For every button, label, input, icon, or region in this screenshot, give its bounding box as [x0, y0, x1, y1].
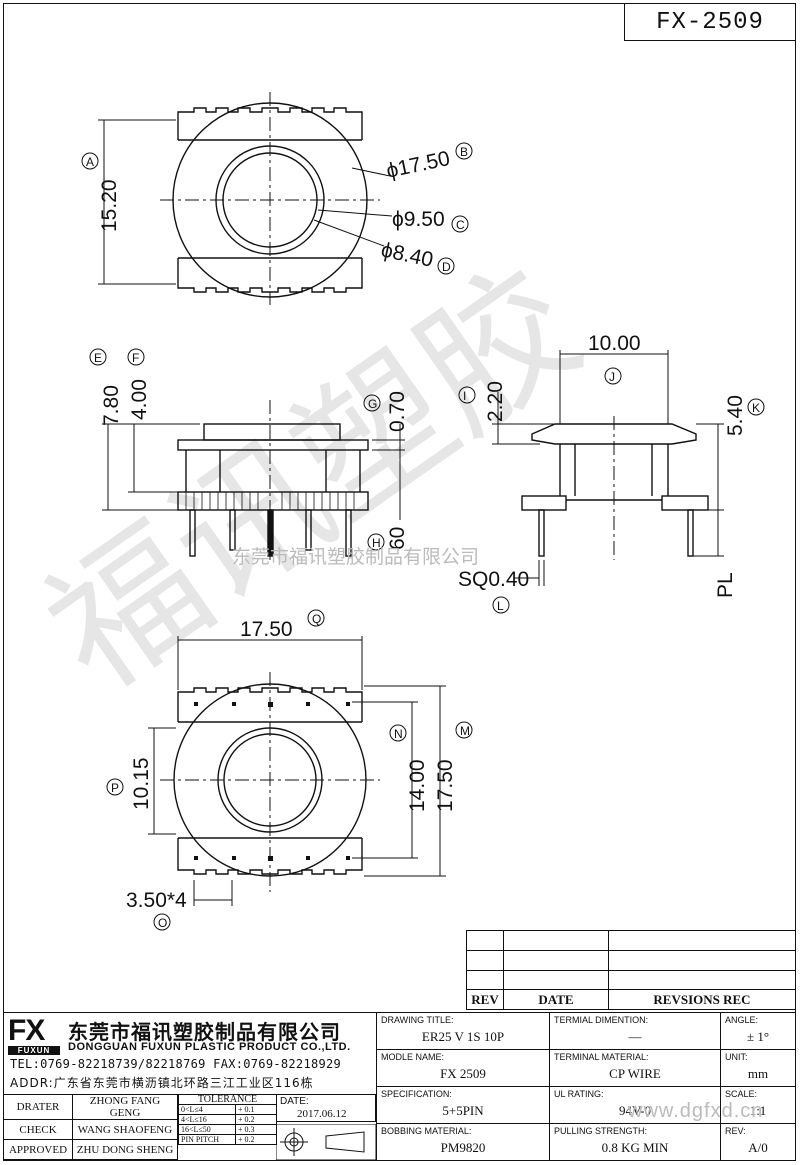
drawing-title-cell: DRAWING TITLE:ER25 V 1S 10P	[376, 1012, 550, 1050]
watermark-url: www.dgfxd.cn	[628, 1100, 764, 1122]
dim-n: 14.00	[406, 759, 429, 812]
table-row: 16<L≤50+ 0.3	[178, 1124, 277, 1135]
pulling-strength-cell: PULLING STRENGTH:0.8 KG MIN	[549, 1123, 721, 1161]
angle-cell: ANGLE:± 1°	[720, 1012, 796, 1050]
side-view	[89, 348, 405, 560]
dim-o: 3.50*4	[126, 889, 187, 912]
label-m: M	[460, 724, 470, 738]
dim-i: 2.20	[484, 381, 507, 422]
label-i: I	[463, 389, 466, 403]
dim-j: 10.00	[588, 332, 641, 355]
company-name-en: DONGGUAN FUXUN PLASTIC PRODUCT CO.,LTD.	[68, 1041, 351, 1053]
dim-sq: SQ0.40	[458, 568, 529, 591]
company-logo: FX FUXUN	[8, 1016, 62, 1055]
dim-h: 60	[386, 527, 409, 550]
dim-a: 15.20	[98, 179, 121, 232]
label-k: K	[752, 401, 760, 415]
unit-cell: UNIT:mm	[720, 1049, 796, 1087]
rev-col-rec: REVSIONS REC	[608, 989, 796, 1010]
label-f: F	[132, 351, 139, 365]
tolerance-table: TOLERANCE 0<L≤4+ 0.1 4<L≤16+ 0.2 16<L≤50…	[178, 1094, 277, 1145]
revision-table: REV DATE REVSIONS REC	[466, 930, 796, 1010]
rev-col-date: DATE	[503, 989, 609, 1010]
rev-cell: REV:A/0	[720, 1123, 796, 1161]
label-n: N	[394, 727, 403, 741]
table-row: 0<L≤4+ 0.1	[178, 1104, 277, 1115]
label-p: P	[111, 781, 119, 795]
label-e: E	[94, 351, 102, 365]
dim-p: 10.15	[130, 757, 153, 810]
label-a: A	[86, 155, 94, 169]
end-view	[458, 350, 765, 614]
model-cell: MODLE NAME:FX 2509	[376, 1049, 550, 1087]
specification-cell: SPECIFICATION:5+5PIN	[376, 1086, 550, 1124]
bobbin-material-cell: BOBBING MATERIAL:PM9820	[376, 1123, 550, 1161]
dim-pl: PL	[714, 572, 737, 598]
company-address: ADDR:广东省东莞市横沥镇北环路三江工业区116栋	[10, 1076, 314, 1090]
table-row: 4<L≤16+ 0.2	[178, 1114, 277, 1125]
dim-f: 4.00	[128, 379, 151, 420]
part-number: FX-2509	[624, 3, 796, 41]
terminal-material-cell: TERMINAL MATERIAL:CP WIRE	[549, 1049, 721, 1087]
dim-b: ϕ17.50	[384, 147, 452, 183]
label-b: B	[460, 145, 468, 159]
label-d: D	[442, 260, 451, 274]
projection-symbol-icon	[276, 1124, 376, 1160]
label-l: L	[497, 599, 504, 613]
dim-c: ϕ9.50	[392, 208, 445, 231]
top-view	[81, 92, 473, 305]
label-h: H	[372, 536, 381, 550]
dim-q: 17.50	[240, 618, 293, 641]
label-o: O	[158, 916, 167, 930]
label-q: Q	[312, 612, 321, 626]
label-c: C	[456, 218, 465, 232]
terminal-dimension-cell: TERMIAL DIMENTION:—	[549, 1012, 721, 1050]
bottom-view	[106, 609, 473, 931]
label-j: J	[609, 370, 615, 384]
rev-col-rev: REV	[466, 989, 504, 1010]
date-box: DATE: 2017.06.12	[276, 1094, 376, 1122]
dim-k: 5.40	[724, 395, 747, 436]
dim-m: 17.50	[434, 759, 457, 812]
dim-g: 0.70	[386, 391, 409, 432]
drawing-canvas: 福讯塑胶	[18, 92, 765, 931]
dim-d: ϕ8.40	[379, 238, 435, 271]
label-g: G	[368, 397, 377, 411]
dim-e: 7.80	[100, 385, 123, 426]
watermark-big: 福讯塑胶	[18, 236, 609, 723]
company-name-cn: 东莞市福讯塑胶制品有限公司	[68, 1020, 341, 1044]
table-row: PIN PITCH+ 0.2	[178, 1134, 277, 1145]
company-tel: TEL:0769-82218739/82218769 FAX:0769-8221…	[10, 1057, 342, 1071]
watermark-company: 东莞市福讯塑胶制品有限公司	[232, 546, 479, 568]
